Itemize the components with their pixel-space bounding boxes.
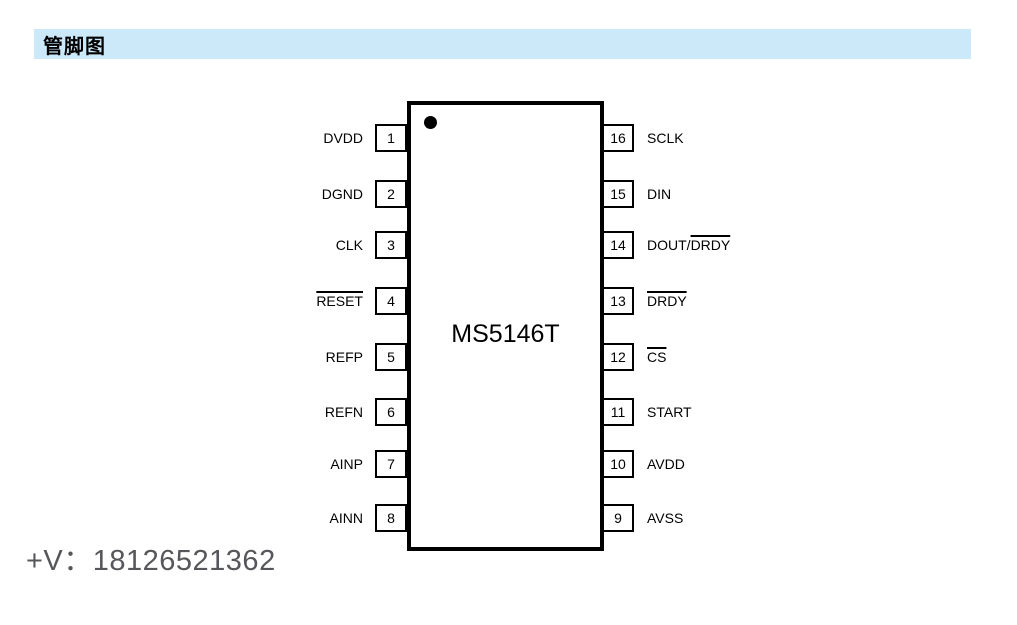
chip-name: MS5146T [451, 320, 560, 348]
pin-label-cs: CS [647, 343, 666, 371]
pin-label-overline: RESET [316, 293, 363, 309]
pin-label-dgnd: DGND [0, 180, 375, 208]
pin-number: 14 [610, 237, 626, 253]
pin-number-box-12: 12 [602, 343, 634, 371]
pin-row-2: DGND 2 [0, 180, 407, 208]
pin-label-overline: DRDY [647, 293, 687, 309]
pin-number-box-3: 3 [375, 231, 407, 259]
pin-label-text: DIN [647, 186, 672, 202]
pin-label-drdy: DRDY [647, 287, 687, 315]
pin-label-din: DIN [647, 180, 671, 208]
pin-label-sclk: SCLK [647, 124, 684, 152]
pin-number-box-14: 14 [602, 231, 634, 259]
pin-row-11: 11 START [602, 398, 1017, 426]
pin-label-avss: AVSS [647, 504, 683, 532]
pin-row-5: REFP 5 [0, 343, 407, 371]
pin-number: 3 [387, 237, 395, 253]
pin-number: 7 [387, 456, 395, 472]
pin-label-text: CLK [335, 237, 363, 253]
pin-label-text: AINN [329, 510, 363, 526]
pin-row-6: REFN 6 [0, 398, 407, 426]
pin-row-4: RESET 4 [0, 287, 407, 315]
pin-number: 1 [387, 130, 395, 146]
pin-number: 2 [387, 186, 395, 202]
pin-number: 11 [610, 404, 626, 420]
pin1-indicator-dot [424, 116, 437, 129]
pin-label-avdd: AVDD [647, 450, 685, 478]
pin-number: 16 [610, 130, 626, 146]
section-header-bar: 管脚图 [34, 29, 971, 59]
pin-label-ainn: AINN [0, 504, 375, 532]
pin-label-overline: DRDY [690, 237, 731, 253]
pin-label-reset: RESET [0, 287, 375, 315]
pin-row-10: 10 AVDD [602, 450, 1017, 478]
pin-row-15: 15 DIN [602, 180, 1017, 208]
pin-number-box-13: 13 [602, 287, 634, 315]
pin-label-refn: REFN [0, 398, 375, 426]
pin-label-text: START [647, 404, 692, 420]
pin-number-box-8: 8 [375, 504, 407, 532]
pin-number: 13 [610, 293, 626, 309]
pin-row-14: 14 DOUT/DRDY [602, 231, 1017, 259]
pin-label-dout-drdy: DOUT/DRDY [647, 231, 730, 259]
chip-body [407, 101, 604, 551]
pin-label-dvdd: DVDD [0, 124, 375, 152]
pin-label-refp: REFP [0, 343, 375, 371]
pin-number: 10 [610, 456, 626, 472]
pin-row-7: AINP 7 [0, 450, 407, 478]
pin-row-9: 9 AVSS [602, 504, 1017, 532]
pin-number-box-15: 15 [602, 180, 634, 208]
pin-label-text: AINP [330, 456, 363, 472]
contact-watermark: +V：18126521362 [26, 545, 276, 577]
pin-label-clk: CLK [0, 231, 375, 259]
pin-label-text: AVDD [647, 456, 685, 472]
pin-number-box-11: 11 [602, 398, 634, 426]
pin-number: 4 [387, 293, 395, 309]
pin-label-ainp: AINP [0, 450, 375, 478]
pin-number: 8 [387, 510, 395, 526]
pin-label-start: START [647, 398, 692, 426]
pin-label-text: DGND [321, 186, 363, 202]
pin-number: 12 [610, 349, 626, 365]
pin-number-box-5: 5 [375, 343, 407, 371]
pin-row-12: 12 CS [602, 343, 1017, 371]
pin-row-1: DVDD 1 [0, 124, 407, 152]
pin-row-16: 16 SCLK [602, 124, 1017, 152]
pin-label-text: REFP [325, 349, 363, 365]
pin-number: 9 [614, 510, 622, 526]
pin-number: 6 [387, 404, 395, 420]
pin-label-text: DVDD [323, 130, 363, 146]
pin-label-overline: CS [647, 349, 667, 365]
pin-label-text: REFN [324, 404, 363, 420]
section-title: 管脚图 [43, 35, 106, 58]
pin-number-box-16: 16 [602, 124, 634, 152]
pin-number-box-7: 7 [375, 450, 407, 478]
pin-row-8: AINN 8 [0, 504, 407, 532]
pin-label-text: SCLK [647, 130, 684, 146]
pin-number: 5 [387, 349, 395, 365]
pin-number-box-9: 9 [602, 504, 634, 532]
pin-row-3: CLK 3 [0, 231, 407, 259]
pin-label-text: AVSS [647, 510, 684, 526]
pin-number-box-10: 10 [602, 450, 634, 478]
pin-number-box-4: 4 [375, 287, 407, 315]
pin-number: 15 [610, 186, 626, 202]
pin-number-box-6: 6 [375, 398, 407, 426]
pin-label-text: DOUT/ [647, 237, 691, 253]
pin-number-box-2: 2 [375, 180, 407, 208]
pin-number-box-1: 1 [375, 124, 407, 152]
pin-row-13: 13 DRDY [602, 287, 1017, 315]
